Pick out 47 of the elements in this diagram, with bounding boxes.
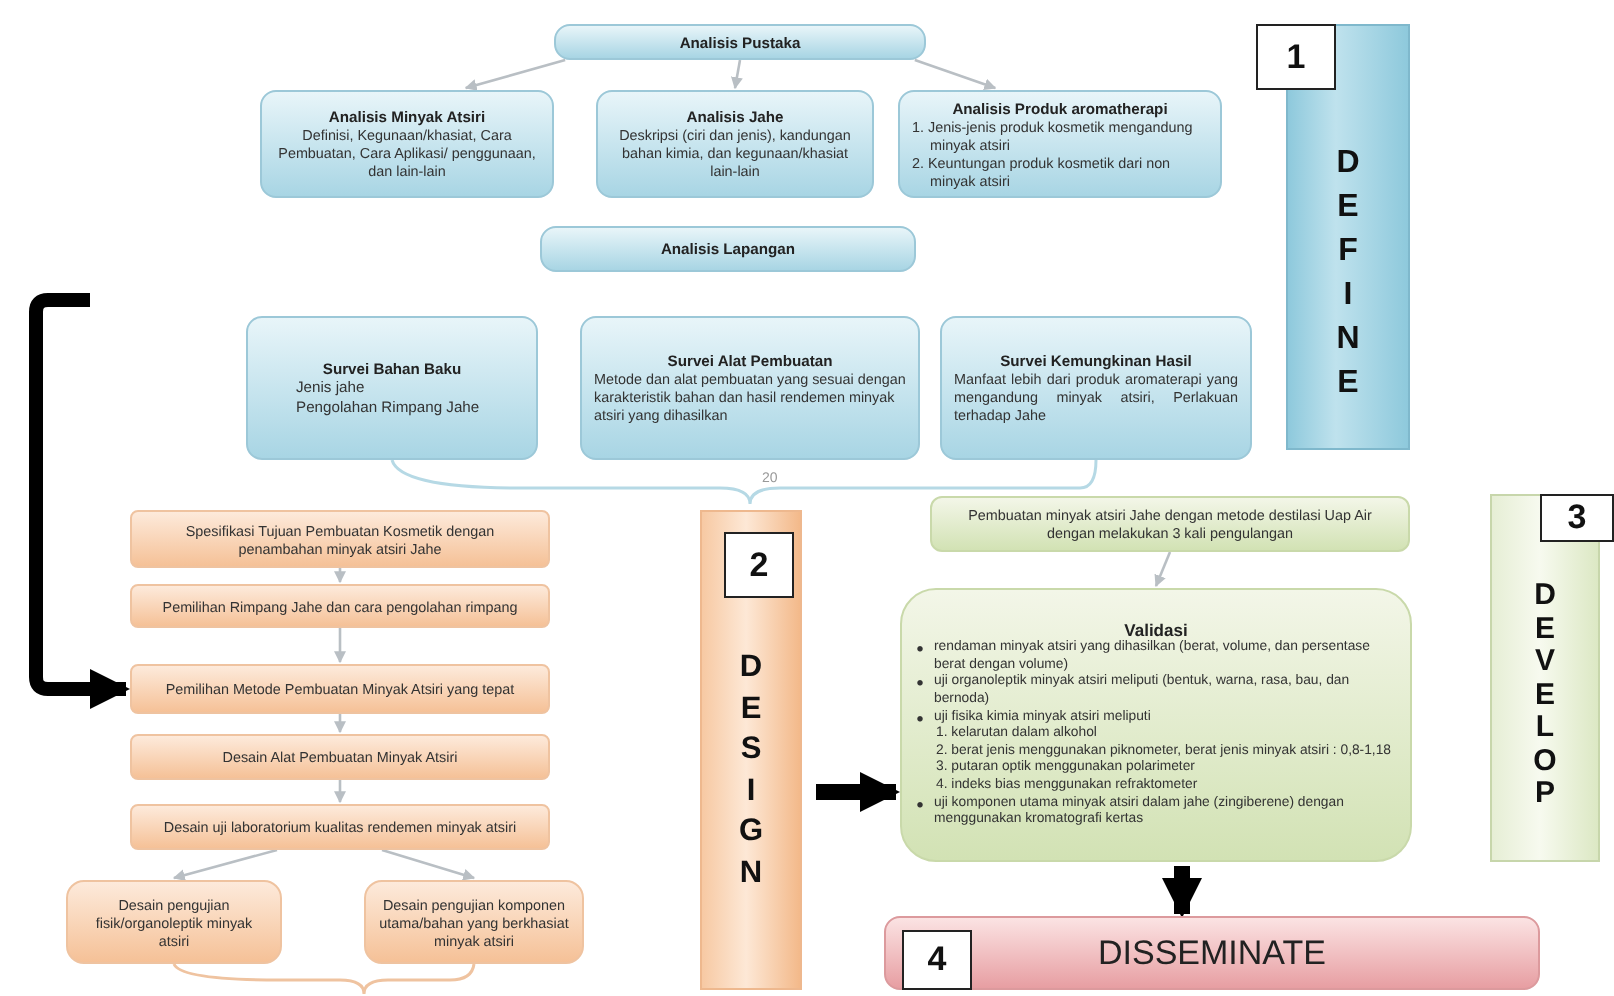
phase-number: 3 bbox=[1567, 498, 1587, 538]
arrow bbox=[334, 714, 346, 734]
phase-number: 4 bbox=[927, 940, 947, 980]
process-box bbox=[940, 316, 1252, 460]
process-box bbox=[246, 316, 538, 460]
validation-box bbox=[900, 588, 1412, 862]
number-box bbox=[1540, 494, 1614, 542]
process-box bbox=[130, 804, 550, 850]
phase-label: DEVELOP bbox=[1533, 580, 1557, 811]
arrow bbox=[1154, 551, 1172, 588]
phase-bar bbox=[1286, 24, 1410, 450]
arrow bbox=[464, 58, 566, 91]
process-box bbox=[898, 90, 1222, 198]
phase-number: 1 bbox=[1286, 37, 1306, 77]
process-box bbox=[66, 880, 282, 964]
process-box bbox=[260, 90, 554, 198]
phase-bar bbox=[1490, 494, 1600, 862]
phase-label: DISSEMINATE bbox=[1098, 933, 1326, 973]
process-box bbox=[130, 734, 550, 780]
arrow bbox=[914, 58, 997, 91]
phase-number: 2 bbox=[749, 545, 769, 585]
arrow bbox=[334, 780, 346, 804]
process-box bbox=[554, 24, 926, 60]
number-box bbox=[902, 930, 972, 990]
block-arrow bbox=[816, 772, 900, 812]
process-box bbox=[130, 510, 550, 568]
arrow bbox=[381, 848, 476, 881]
process-box bbox=[130, 664, 550, 714]
phase-label: DESIGN bbox=[738, 648, 764, 893]
block-arrow bbox=[29, 293, 130, 709]
process-box bbox=[540, 226, 916, 272]
number-box bbox=[724, 532, 794, 598]
arrow bbox=[731, 59, 743, 90]
block-arrow bbox=[1162, 866, 1202, 918]
process-box bbox=[596, 90, 874, 198]
process-box bbox=[930, 496, 1410, 552]
process-box bbox=[130, 584, 550, 628]
arrow bbox=[334, 628, 346, 664]
number-box bbox=[1256, 24, 1336, 90]
process-box bbox=[364, 880, 584, 964]
process-box bbox=[580, 316, 920, 460]
arrow bbox=[334, 568, 346, 584]
phase-bar bbox=[700, 510, 802, 990]
phase-bar bbox=[884, 916, 1540, 990]
phase-label: DEFINE bbox=[1335, 144, 1361, 404]
arrow bbox=[172, 848, 278, 881]
box-heading: Validasi bbox=[1124, 620, 1188, 641]
